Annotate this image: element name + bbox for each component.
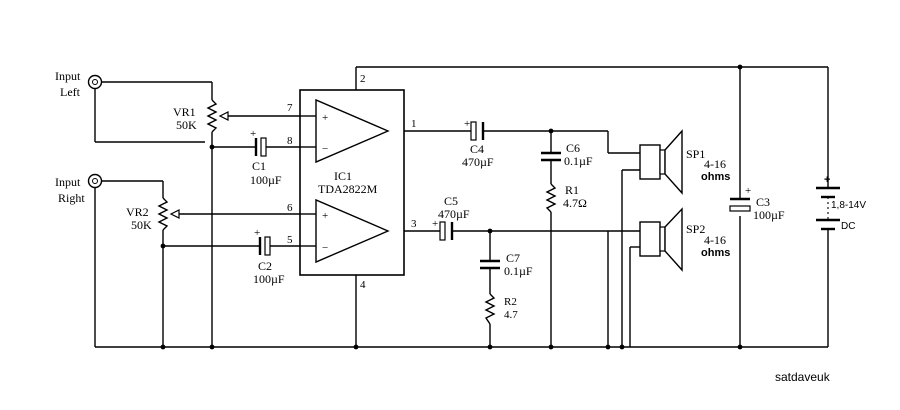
sp1-speaker-icon [639,129,683,195]
pin-8-label: 8 [287,135,293,147]
vr2-potentiometer [157,197,180,231]
c2-capacitor [258,236,271,256]
r1-name: R1 [565,183,579,197]
c3-value: 100µF [753,208,785,222]
pin-1-label: 1 [411,118,417,130]
c7-capacitor [480,259,500,270]
c4-polarity: + [464,118,470,130]
vr1-potentiometer [206,99,229,133]
vr1-value: 50K [176,118,197,132]
c3-name: C3 [756,195,770,209]
c3-polarity: + [745,185,751,197]
c5-value: 470µF [438,207,470,221]
vr2-value: 50K [131,218,152,232]
c6-name: C6 [566,141,580,155]
pin-2-label: 2 [360,73,366,85]
pin-4-label: 4 [360,279,366,291]
ic1-part: TDA2822M [318,182,378,196]
pin-6-label: 6 [287,202,293,214]
c5-polarity: + [432,218,438,230]
c6-capacitor [541,151,561,162]
vr1-name: VR1 [173,105,196,119]
r2-resistor [484,293,496,325]
watermark: satdaveuk [775,370,831,384]
input-jack-left [87,74,103,90]
sp1-name: SP1 [686,147,705,161]
r2-value: 4.7 [504,309,518,321]
junction-dots [160,64,743,350]
sp2-speaker-icon [639,207,683,272]
c1-capacitor [254,137,267,157]
c7-value: 0.1µF [504,264,533,278]
c5-name: C5 [444,194,458,208]
opamp2-minus: − [322,242,328,254]
c4-name: C4 [470,142,484,156]
sp2-unit: ohms [701,247,730,259]
input-left-label-line1: Input [55,69,81,83]
battery-plus: + [824,174,830,186]
pin-5-label: 5 [287,234,293,246]
sp1-range: 4-16 [704,157,726,171]
r1-value: 4.7Ω [563,196,587,210]
c5-capacitor [439,221,454,241]
r1-resistor [545,183,557,213]
c1-polarity: + [250,128,256,140]
c7-name: C7 [506,251,520,265]
opamp2-plus: + [322,210,328,222]
vr2-name: VR2 [126,205,149,219]
battery-type: DC [841,221,855,232]
c4-value: 470µF [462,155,494,169]
pin-3-label: 3 [411,218,417,230]
battery-icon [816,186,840,231]
c2-name: C2 [258,259,272,273]
battery-voltage: 1,8-14V [831,200,866,211]
c4-capacitor [470,121,485,141]
wiring [94,66,829,348]
pin-7-label: 7 [287,102,293,114]
sp1-unit: ohms [701,171,730,183]
input-left-label-line2: Left [60,85,81,99]
sp2-range: 4-16 [704,233,726,247]
c1-value: 100µF [250,173,282,187]
c2-value: 100µF [253,272,285,286]
r2-name: R2 [504,296,517,308]
c1-name: C1 [252,159,266,173]
c6-value: 0.1µF [564,154,593,168]
ic1-name: IC1 [334,169,352,183]
sp2-name: SP2 [686,222,705,236]
input-jack-right [87,173,103,189]
input-right-label-line2: Right [58,191,85,205]
c3-capacitor [729,197,751,212]
c2-polarity: + [254,227,260,239]
opamp1-minus: − [322,143,328,155]
opamp1-plus: + [322,112,328,124]
input-right-label-line1: Input [55,175,81,189]
ic1-chip [299,89,405,276]
